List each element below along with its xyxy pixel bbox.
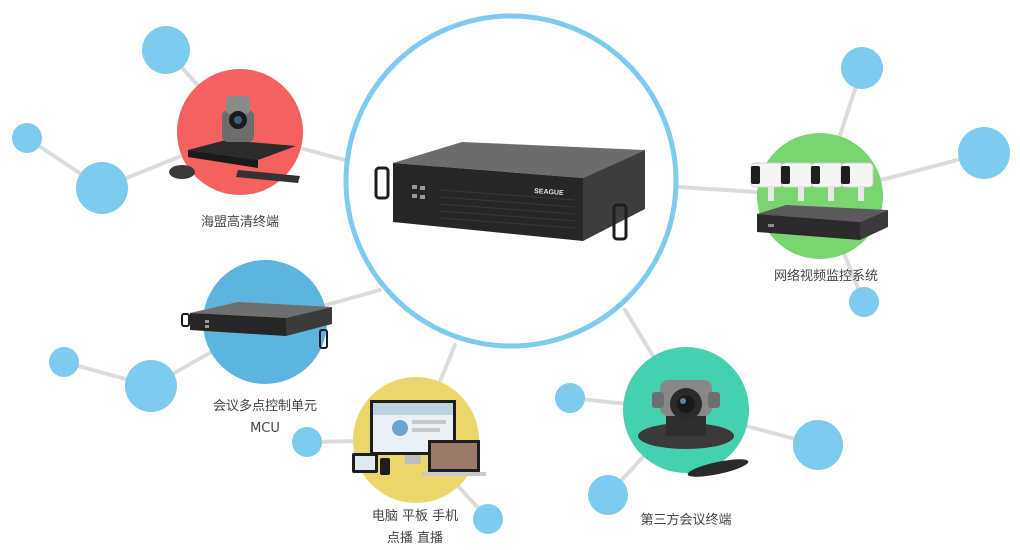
node-devices [352, 377, 486, 503]
bubble [841, 47, 883, 89]
conference-camera-icon [638, 380, 749, 477]
label-mcu-line2: MCU [250, 421, 280, 436]
label-devices-line2: 点播 直播 [386, 531, 444, 546]
ptz-camera-codec-icon [169, 96, 300, 183]
hub-node: SEAGUE [343, 13, 679, 349]
label-hd-terminal-text: 海盟高清终端 [200, 215, 279, 230]
node-hd-terminal [169, 69, 303, 195]
bubble [473, 504, 503, 534]
bubble [142, 26, 190, 74]
label-mcu-line1: 会议多点控制单元 [212, 399, 317, 414]
rack-server-icon: SEAGUE [374, 142, 645, 241]
label-mcu: 会议多点控制单元 MCU [195, 396, 335, 440]
bubble [12, 123, 42, 153]
cctv-nvr-icon [750, 162, 888, 240]
bubble [849, 287, 879, 317]
label-hd-terminal: 海盟高清终端 [180, 212, 300, 234]
multi-device-screens-icon [352, 400, 486, 476]
bubble [76, 162, 128, 214]
decorative-bubbles [12, 26, 1010, 534]
node-mcu [181, 260, 332, 384]
node-third-party [623, 347, 749, 477]
label-devices-line1: 电脑 平板 手机 [371, 509, 459, 524]
bubble [49, 347, 79, 377]
label-third-party-text: 第三方会议终端 [640, 513, 732, 528]
label-surveillance: 网络视频监控系统 [756, 266, 896, 288]
bubble [588, 475, 628, 515]
node-circle-green [757, 133, 883, 259]
label-third-party: 第三方会议终端 [626, 510, 746, 532]
mcu-rack-server-icon [181, 302, 332, 349]
bubble [793, 420, 843, 470]
node-surveillance [750, 133, 888, 259]
label-surveillance-text: 网络视频监控系统 [773, 269, 878, 284]
hub-device-brand: SEAGUE [534, 188, 564, 197]
bubble [958, 127, 1010, 179]
bubble [555, 383, 585, 413]
bubble [292, 427, 322, 457]
label-devices: 电脑 平板 手机 点播 直播 [350, 506, 480, 550]
bubble [125, 360, 177, 412]
